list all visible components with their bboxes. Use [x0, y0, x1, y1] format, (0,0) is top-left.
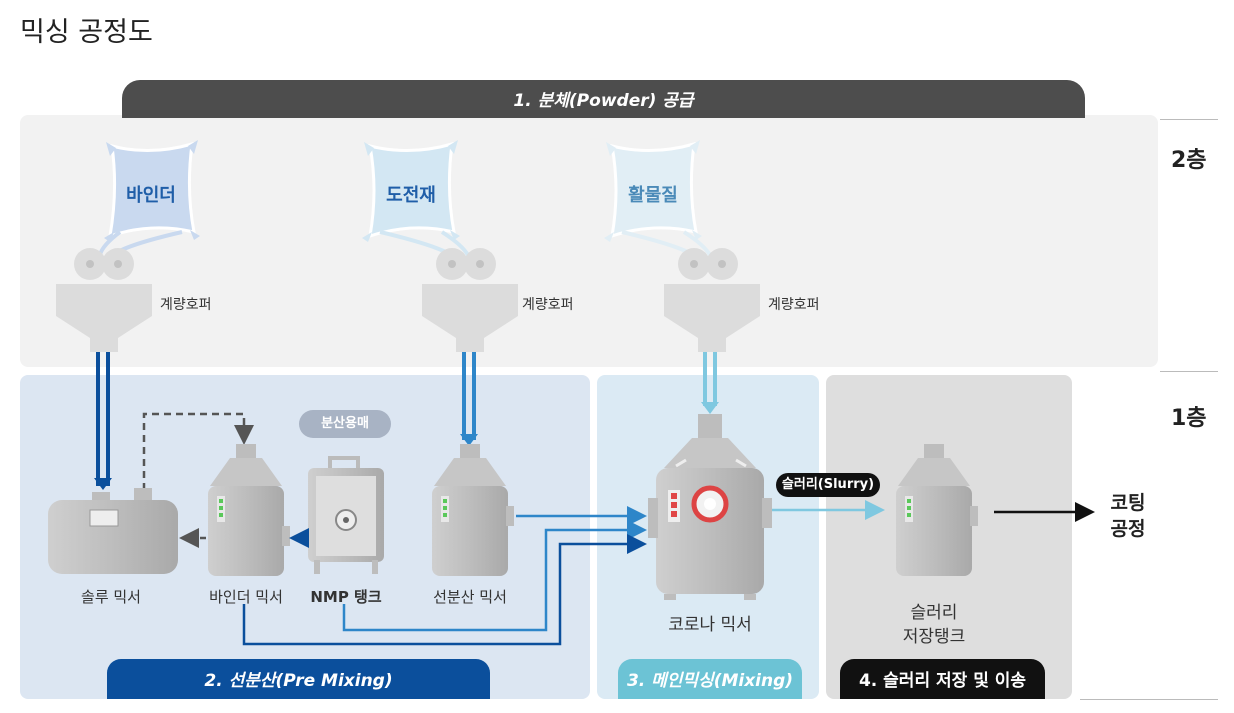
conductor-bag-label: 도전재 [386, 185, 436, 206]
coating-label-line2: 공정 [1110, 518, 1146, 540]
binder-bag-label: 바인더 [126, 185, 176, 206]
feed-pipe-binder [94, 352, 112, 490]
hopper-3-label: 계량호퍼 [768, 297, 820, 313]
slurry-storage-tank-icon [896, 444, 978, 576]
solvent-badge: 분산용매 [299, 410, 391, 438]
active-material-bag-icon [604, 140, 702, 242]
powder-supply-header: 1. 분체(Powder) 공급 [122, 80, 1085, 118]
nmp-tank-icon [308, 456, 384, 574]
sol-mixer-icon [48, 488, 178, 574]
floor-divider-middle [1160, 371, 1218, 372]
feed-pipe-conductor [460, 352, 478, 446]
active-material-bag-label: 활물질 [628, 185, 678, 206]
stage-main-mixing-tab: 3. 메인믹싱(Mixing) [618, 659, 802, 699]
stage-storage-tab: 4. 슬러리 저장 및 이송 [840, 659, 1045, 699]
sol-mixer-label: 솔루 믹서 [81, 588, 141, 606]
slurry-tank-label-line1: 슬러리 [910, 603, 958, 623]
binder-mixer-icon [208, 444, 290, 576]
slurry-tank-label-line2: 저장탱크 [902, 627, 966, 647]
floor-divider-bottom [1080, 699, 1218, 700]
hopper-2-label: 계량호퍼 [522, 297, 574, 313]
corona-mixer-label: 코로나 믹서 [668, 615, 752, 635]
corona-mixer-icon [648, 414, 772, 600]
stage-pre-mixing-tab: 2. 선분산(Pre Mixing) [107, 659, 490, 699]
feed-pipe-active-material [701, 352, 719, 414]
hopper-2-icon [422, 248, 518, 352]
nmp-to-corona-flow [342, 520, 647, 632]
slurry-label: 슬러리(Slurry) [776, 473, 880, 497]
binder-mixer-label: 바인더 믹서 [209, 588, 283, 606]
floor-divider-top [1160, 119, 1218, 120]
predisperse-mixer-label: 선분산 믹서 [433, 588, 507, 606]
hopper-3-icon [664, 248, 760, 352]
binder-bag-icon [104, 140, 200, 242]
hopper-1-icon [56, 248, 152, 352]
binder-to-corona-flow [242, 534, 647, 646]
page-title: 믹싱 공정도 [20, 17, 153, 48]
floor-2-label: 2층 [1171, 148, 1207, 173]
nmp-tank-label: NMP 탱크 [310, 588, 382, 606]
coating-label-line1: 코팅 [1110, 492, 1146, 514]
hopper-1-label: 계량호퍼 [160, 297, 212, 313]
conductor-bag-icon [362, 140, 460, 242]
floor-1-label: 1층 [1171, 406, 1207, 431]
predisperse-mixer-icon [432, 444, 514, 576]
floor-2-zone [20, 115, 1158, 367]
